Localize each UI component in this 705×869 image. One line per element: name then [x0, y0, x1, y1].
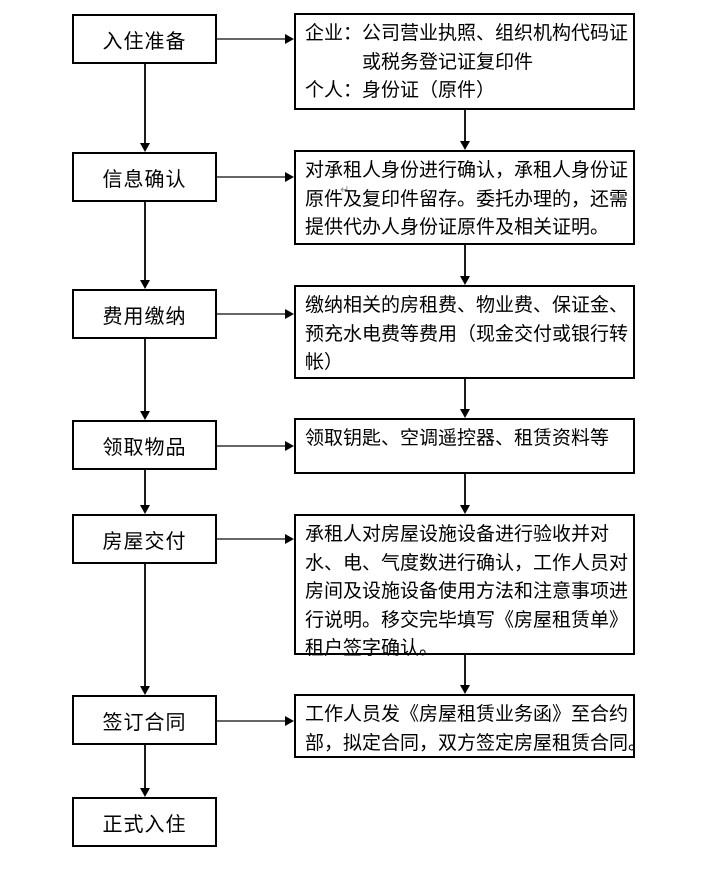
arrow-shaft [144, 64, 146, 145]
detail-line: 房间及设施设备使用方法和注意事项进 [305, 581, 629, 602]
arrow-right-row6 [217, 715, 294, 727]
step-label: 房屋交付 [102, 530, 187, 553]
step-box-fee-payment: 费用缴纳 [72, 289, 217, 339]
arrow-shaft [464, 110, 466, 143]
arrow-down-left-6 [139, 745, 151, 797]
arrowhead-down-icon [460, 276, 470, 285]
arrow-shaft [464, 655, 466, 687]
step-label: 正式入住 [102, 813, 187, 836]
detail-line: 工作人员发《房屋租赁业务函》至合约 [305, 704, 629, 725]
arrow-shaft [464, 379, 466, 411]
arrow-shaft [464, 245, 466, 278]
arrow-down-left-1 [139, 64, 151, 152]
arrowhead-down-icon [140, 280, 150, 289]
arrowhead-right-icon [285, 172, 294, 182]
arrow-shaft [217, 38, 287, 40]
step-label: 入住准备 [102, 30, 187, 53]
detail-line: 或税务登记证复印件 [305, 51, 534, 73]
detail-line: 部，拟定合同，双方签定房屋租赁合同。 [305, 732, 648, 754]
step-box-house-handover: 房屋交付 [72, 514, 217, 564]
arrow-shaft [144, 470, 146, 507]
detail-line: 企业：公司营业执照、组织机构代码证 [305, 23, 629, 44]
arrowhead-down-icon [140, 686, 150, 695]
detail-box-fee-payment: 缴纳相关的房租费、物业费、保证金、 预充水电费等费用（现金交付或银行转 帐） [294, 285, 635, 379]
step-label: 签订合同 [102, 711, 187, 734]
detail-box-checkin-preparation: 企业：公司营业执照、组织机构代码证 或税务登记证复印件 个人：身份证（原件） [294, 13, 635, 110]
arrowhead-down-icon [460, 685, 470, 694]
arrowhead-down-icon [460, 141, 470, 150]
step-box-collect-items: 领取物品 [72, 420, 217, 470]
arrowhead-right-icon [285, 534, 294, 544]
arrow-shaft [217, 445, 287, 447]
arrowhead-right-icon [285, 716, 294, 726]
arrow-down-right-1 [459, 110, 471, 150]
step-box-official-checkin: 正式入住 [72, 797, 217, 847]
step-box-info-confirmation: 信息确认 [72, 152, 217, 202]
arrow-right-row3 [217, 308, 294, 320]
step-box-sign-contract: 签订合同 [72, 695, 217, 745]
detail-line: 租户签字确认。 [305, 638, 439, 659]
arrow-down-right-5 [459, 655, 471, 694]
detail-line: 帐） [305, 352, 344, 373]
arrowhead-right-icon [285, 34, 294, 44]
arrowhead-down-icon [140, 505, 150, 514]
detail-box-sign-contract: 工作人员发《房屋租赁业务函》至合约 部，拟定合同，双方签定房屋租赁合同。 [294, 694, 648, 758]
arrow-down-left-3 [139, 339, 151, 420]
arrow-shaft [144, 339, 146, 413]
arrow-shaft [217, 538, 287, 540]
arrowhead-down-icon [460, 409, 470, 418]
step-label: 信息确认 [102, 168, 187, 191]
arrowhead-down-icon [460, 505, 470, 514]
detail-line: 水、电、气度数进行确认，工作人员对 [305, 552, 629, 574]
step-label: 领取物品 [102, 436, 187, 459]
detail-line: 缴纳相关的房租费、物业费、保证金、 [305, 295, 629, 316]
arrow-down-right-4 [459, 474, 471, 514]
arrow-down-right-2 [459, 245, 471, 285]
arrow-right-row2 [217, 171, 294, 183]
step-box-checkin-preparation: 入住准备 [72, 14, 217, 64]
arrow-right-row5 [217, 533, 294, 545]
arrowhead-down-icon [140, 788, 150, 797]
arrowhead-right-icon [285, 309, 294, 319]
arrow-shaft [464, 474, 466, 507]
detail-box-info-confirmation: 对承租人身份进行确认，承租人身份证 原件及复印件留存。委托办理的，还需 提供代办… [294, 150, 635, 245]
detail-line: 行说明。移交完毕填写《房屋租赁单》 [305, 609, 629, 631]
arrow-shaft [217, 720, 287, 722]
step-label: 费用缴纳 [102, 305, 187, 328]
detail-line: 预充水电费等费用（现金交付或银行转 [305, 323, 629, 345]
soft-return-mark: ↵ [340, 184, 350, 196]
arrow-shaft [144, 745, 146, 790]
arrow-shaft [217, 176, 287, 178]
arrow-shaft [144, 564, 146, 688]
arrow-shaft [144, 202, 146, 282]
detail-line: 对承租人身份进行确认，承租人身份证 [305, 160, 629, 181]
arrowhead-right-icon [285, 441, 294, 451]
arrow-down-right-3 [459, 379, 471, 418]
detail-line: 个人：身份证（原件） [305, 80, 496, 101]
arrow-down-left-5 [139, 564, 151, 695]
arrow-right-row1 [217, 33, 294, 45]
detail-box-house-handover: 承租人对房屋设施设备进行验收并对 水、电、气度数进行确认，工作人员对 房间及设施… [294, 514, 635, 659]
arrow-shaft [217, 313, 287, 315]
detail-line: 原件及复印件留存。委托办理的，还需 [305, 188, 629, 210]
arrowhead-down-icon [140, 143, 150, 152]
arrowhead-down-icon [140, 411, 150, 420]
arrow-down-left-2 [139, 202, 151, 289]
arrow-down-left-4 [139, 470, 151, 514]
detail-line: 领取钥匙、空调遥控器、租赁资料等 [305, 428, 610, 449]
detail-box-collect-items: 领取钥匙、空调遥控器、租赁资料等 [294, 418, 635, 474]
arrow-right-row4 [217, 440, 294, 452]
detail-line: 提供代办人身份证原件及相关证明。 [305, 217, 610, 238]
detail-line: 承租人对房屋设施设备进行验收并对 [305, 524, 610, 545]
